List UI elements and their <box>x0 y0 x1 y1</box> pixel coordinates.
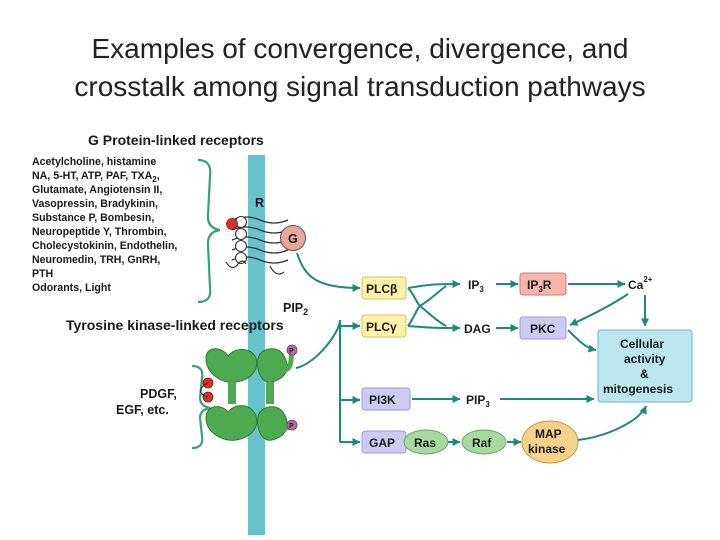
ligand-line: Cholecystokinin, Endothelin, <box>32 240 177 252</box>
calcium-label: Ca2+ <box>628 275 653 292</box>
arrow-mapk-to-cellular <box>577 405 647 441</box>
gpcr-ligand-dot <box>226 218 238 230</box>
svg-text:MAP: MAP <box>535 427 562 441</box>
svg-text:Cellular: Cellular <box>620 337 664 351</box>
plcb-box: PLCβ <box>361 276 407 300</box>
ligand-line: Neuromedin, TRH, GnRH, <box>32 254 160 266</box>
svg-text:Ras: Ras <box>414 436 436 450</box>
slide-title: Examples of convergence, divergence, and… <box>0 30 720 106</box>
receptor-label: R <box>255 196 264 210</box>
ip3-label: IP3 <box>468 278 484 294</box>
phospho-site: P <box>286 419 298 431</box>
ligand-line: Odorants, Light <box>32 282 111 294</box>
ligand-line: Neuropeptide Y, Thrombin, <box>32 226 167 238</box>
arrow-plc-to-dag <box>407 323 461 332</box>
svg-text:PLCγ: PLCγ <box>366 320 397 334</box>
ligand-line: Vasopressin, Bradykinin, <box>32 198 158 210</box>
cellular-activity-box: Cellular activity & mitogenesis <box>597 329 693 403</box>
gpcr-header: G Protein-linked receptors <box>88 132 264 148</box>
dag-label: DAG <box>464 322 491 336</box>
gap-box: GAP <box>361 430 407 454</box>
raf-node: Raf <box>461 429 507 455</box>
rtk-ligand-line-1: PDGF, <box>140 387 177 401</box>
svg-text:P: P <box>289 348 294 355</box>
ligand-bracket <box>197 158 221 304</box>
arrow-plc-crosstalk <box>419 285 447 327</box>
svg-text:kinase: kinase <box>528 442 566 456</box>
cell-membrane <box>248 155 265 535</box>
g-protein: G <box>280 225 306 251</box>
svg-text:P: P <box>289 423 294 430</box>
pip3-label: PIP3 <box>466 393 490 409</box>
title-line-1: Examples of convergence, divergence, and <box>91 33 629 64</box>
pkc-box: PKC <box>519 316 567 340</box>
arrow-pkc-to-cellular <box>567 329 597 353</box>
ligand-line: Glutamate, Angiotensin II, <box>32 184 162 196</box>
plcg-box: PLCγ <box>361 314 407 338</box>
svg-text:&: & <box>640 367 649 381</box>
g-protein-label: G <box>288 232 298 246</box>
ligand-line: PTH <box>32 268 53 280</box>
svg-text:IP3R: IP3R <box>527 278 552 294</box>
svg-text:PKC: PKC <box>530 322 556 336</box>
rtk-header: Tyrosine kinase-linked receptors <box>66 317 284 333</box>
svg-text:PLCβ: PLCβ <box>366 282 397 296</box>
pi3k-box: PI3K <box>361 387 411 411</box>
arrow-ca-to-pkc <box>569 293 629 326</box>
ras-node: Ras <box>403 429 449 455</box>
arrow-plc-to-ip3 <box>407 280 461 289</box>
arrow-rtk-branches <box>295 319 341 442</box>
map-kinase-node: MAP kinase <box>521 420 579 464</box>
ip3r-box: IP3R <box>519 272 567 296</box>
ligand-line: NA, 5-HT, ATP, PAF, TXA2, <box>32 170 160 184</box>
ligand-line: Acetylcholine, histamine <box>32 156 156 168</box>
arrow-g-to-plcb <box>296 252 361 292</box>
gpcr-receptor: R <box>225 196 289 275</box>
svg-text:Raf: Raf <box>472 436 492 450</box>
phospho-site: P <box>286 344 298 356</box>
rtk-ligand-line-2: EGF, etc. <box>116 403 169 417</box>
gpcr-ligand-list: Acetylcholine, histamine NA, 5-HT, ATP, … <box>32 156 177 294</box>
svg-text:activity: activity <box>624 352 666 366</box>
title-line-2: crosstalk among signal transduction path… <box>74 71 646 102</box>
svg-text:mitogenesis: mitogenesis <box>603 382 673 396</box>
ligand-line: Substance P, Bombesin, <box>32 212 154 224</box>
svg-text:PI3K: PI3K <box>369 393 396 407</box>
pip2-label: PIP2 <box>283 301 308 317</box>
svg-text:GAP: GAP <box>369 436 395 450</box>
